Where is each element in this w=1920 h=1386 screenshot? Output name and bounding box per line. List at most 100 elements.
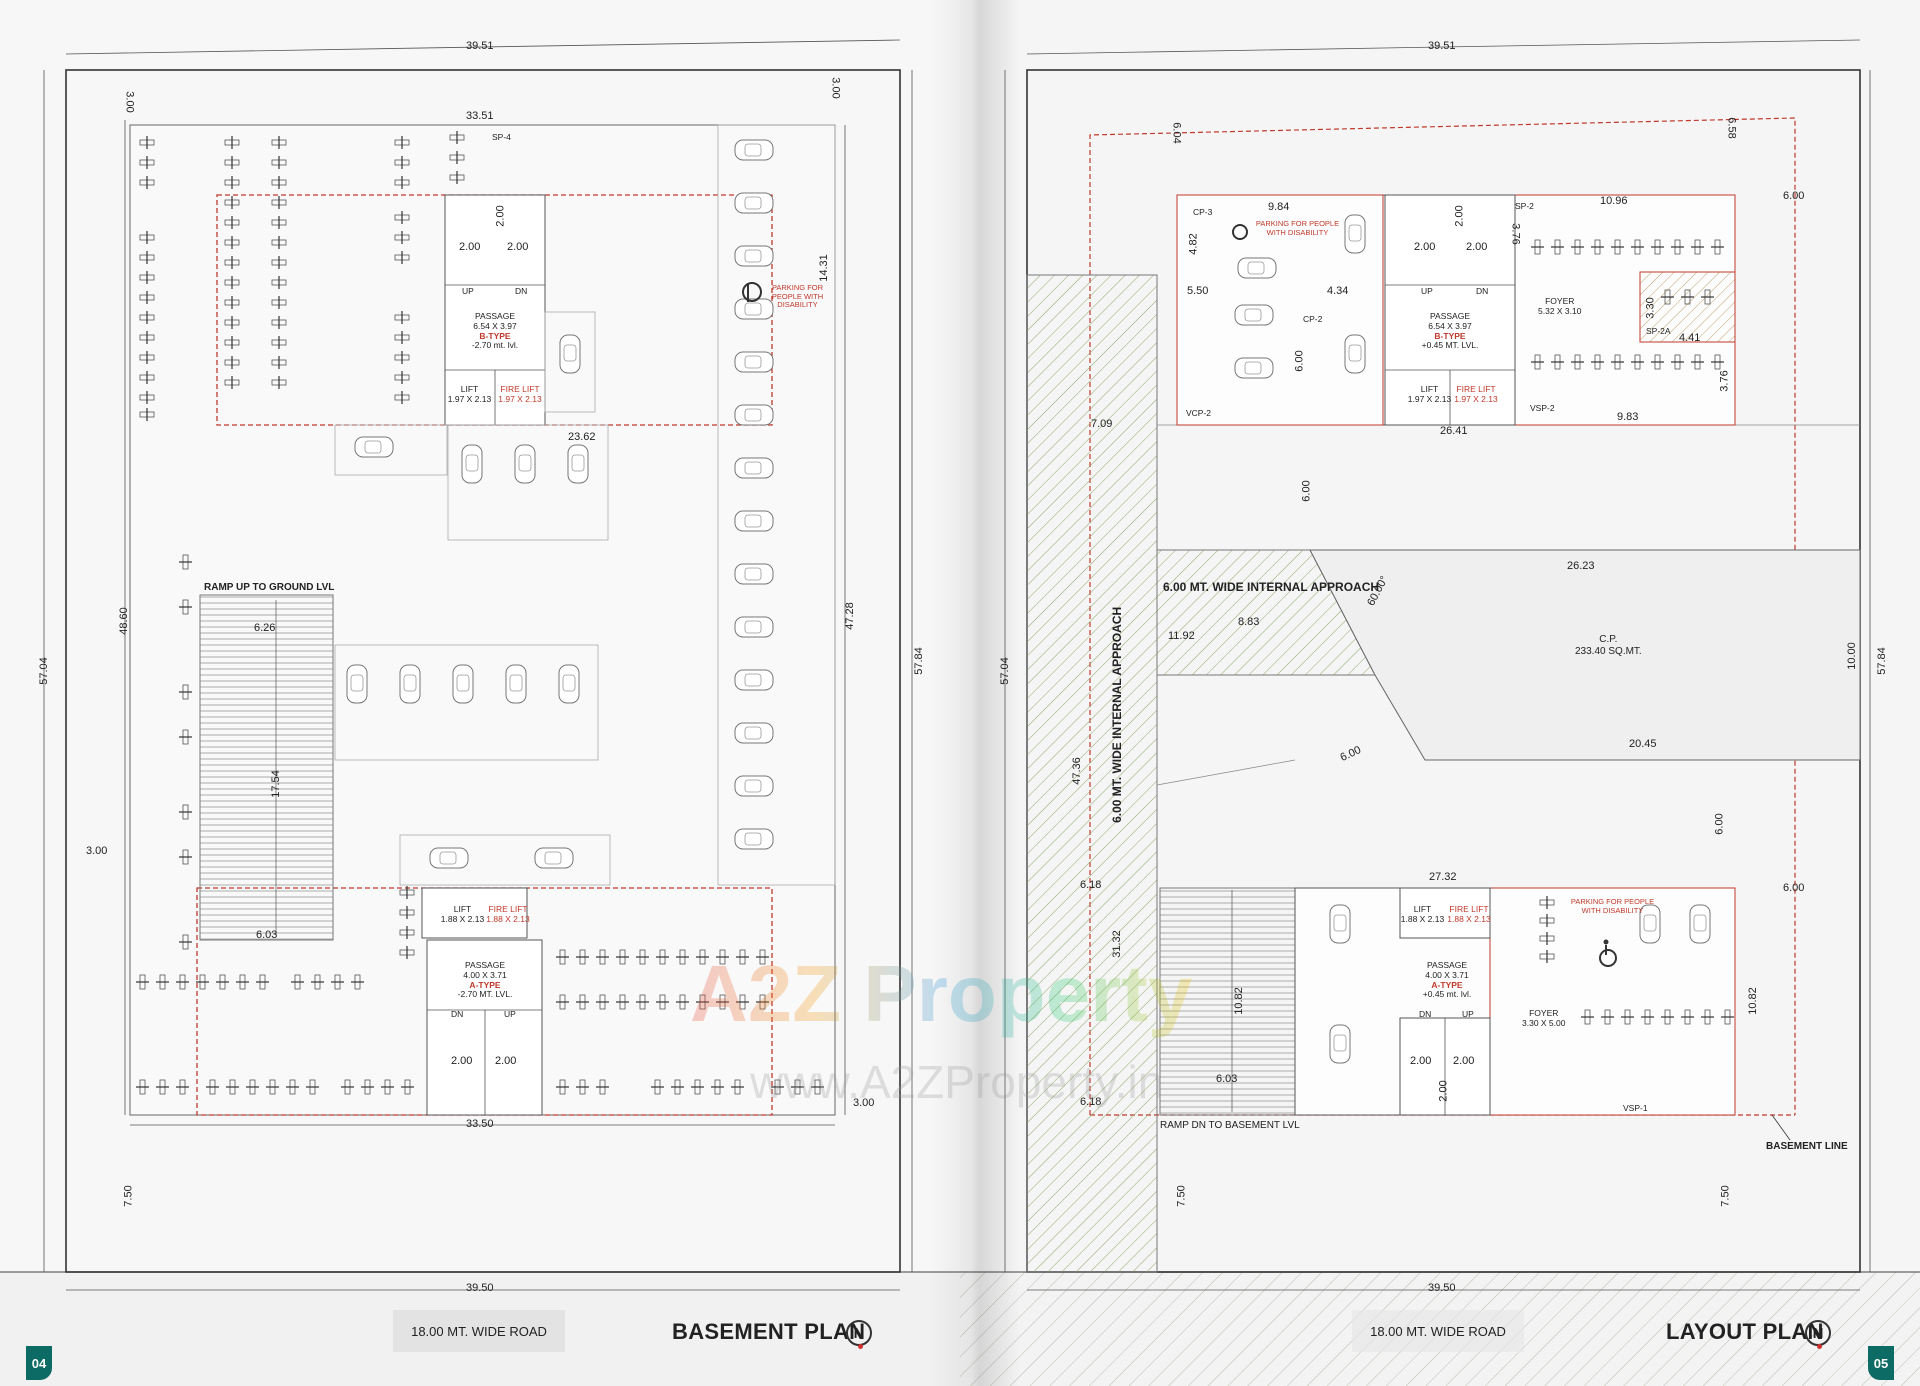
label-vcp2: VCP-2 xyxy=(1186,408,1212,418)
layout-dim-stair-d: 2.00 xyxy=(1410,1055,1432,1067)
layout-dim-cp3-width: 9.84 xyxy=(1268,201,1290,213)
layout-dim-709: 7.09 xyxy=(1091,418,1113,430)
layout-dim-front-a: 7.50 xyxy=(1175,1185,1188,1207)
label-sp2a: SP-2A xyxy=(1646,326,1671,336)
page-number-right: 05 xyxy=(1868,1346,1894,1380)
layout-dim-block-a-depth: 10.82 xyxy=(1746,987,1759,1015)
dim-left-height: 57.04 xyxy=(37,657,50,685)
layout-dim-1192: 11.92 xyxy=(1168,630,1195,642)
layout-dim-ramp-width: 6.03 xyxy=(1216,1073,1238,1085)
layout-core-a-dn: DN xyxy=(1419,1009,1432,1019)
layout-dim-sp2a-depth: 3.30 xyxy=(1644,297,1657,319)
layout-dim-sp2-depth: 3.76 xyxy=(1509,223,1522,245)
dim-inner-bottom: 33.50 xyxy=(466,1118,494,1130)
layout-dim-gap-600-b: 6.00 xyxy=(1713,813,1726,835)
label-vsp1: VSP-1 xyxy=(1623,1103,1648,1113)
dim-ramp-width-bottom: 6.03 xyxy=(256,929,278,941)
layout-dim-block-b-width: 10.96 xyxy=(1600,195,1628,207)
dim-stair-c: 2.00 xyxy=(494,205,507,227)
approach-label: 6.00 MT. WIDE INTERNAL APPROACH xyxy=(1163,580,1380,594)
basement-disability-label: PARKING FOR PEOPLE WITH DISABILITY xyxy=(771,283,824,310)
ramp-down-label: RAMP DN TO BASEMENT LVL xyxy=(1160,1120,1300,1131)
layout-dim-block-a-width: 27.32 xyxy=(1429,871,1457,883)
layout-dim-618-a: 6.18 xyxy=(1080,879,1102,891)
ramp-up-label: RAMP UP TO GROUND LVL xyxy=(204,582,335,593)
north-arrow-icon: N xyxy=(846,1320,872,1349)
layout-dim-434: 4.34 xyxy=(1327,285,1349,297)
dim-top-total: 39.51 xyxy=(466,40,494,52)
layout-dim-3132: 31.32 xyxy=(1110,930,1123,958)
label-cp3: CP-3 xyxy=(1193,207,1213,217)
dim-stair-a: 2.00 xyxy=(459,241,481,253)
layout-dim-ramp-length: 10.82 xyxy=(1232,987,1245,1015)
layout-disability-label-b: PARKING FOR PEOPLE WITH DISABILITY xyxy=(1255,219,1340,237)
dim-right-height: 57.84 xyxy=(912,647,925,675)
layout-plan-drawing xyxy=(960,39,1920,1386)
label-cp2: CP-2 xyxy=(1303,314,1323,324)
layout-dim-block-b-total: 26.41 xyxy=(1440,425,1468,437)
dim-parking-row: 23.62 xyxy=(568,431,596,443)
dim-stair-b: 2.00 xyxy=(507,241,529,253)
layout-dim-cp2-depth: 6.00 xyxy=(1293,350,1306,372)
layout-dim-left-height: 57.04 xyxy=(998,657,1011,685)
dim-ramp-length: 17.54 xyxy=(269,770,282,798)
dim-inner-top: 33.51 xyxy=(466,110,494,122)
cp-label: C.P. 233.40 SQ.MT. xyxy=(1575,634,1642,657)
basement-core-b-passage: PASSAGE 6.54 X 3.97 B-TYPE -2.70 mt. lvl… xyxy=(471,311,519,351)
layout-dim-618-b: 6.18 xyxy=(1080,1096,1102,1108)
layout-core-a-passage: PASSAGE 4.00 X 3.71 A-TYPE +0.45 mt. lvl… xyxy=(1422,960,1472,1000)
layout-dim-right-600-b: 6.00 xyxy=(1783,882,1805,894)
dim-stair-e: 2.00 xyxy=(495,1055,517,1067)
basement-line-label: BASEMENT LINE xyxy=(1766,1141,1848,1152)
car-spaces-right-column xyxy=(717,124,836,886)
layout-disability-label-a: PARKING FOR PEOPLE WITH DISABILITY xyxy=(1570,897,1655,915)
layout-dim-stair-f: 2.00 xyxy=(1437,1080,1450,1102)
layout-dim-stair-c: 2.00 xyxy=(1453,205,1466,227)
dim-setback-bottom-right: 3.00 xyxy=(853,1097,875,1109)
basement-road-label: 18.00 MT. WIDE ROAD xyxy=(393,1310,565,1352)
label-sp2: SP-2 xyxy=(1515,201,1534,211)
layout-dim-bottom-total: 39.50 xyxy=(1428,1282,1456,1294)
layout-core-b-dn: DN xyxy=(1476,286,1489,296)
layout-dim-cp-height: 10.00 xyxy=(1845,642,1858,670)
dim-ramp-width-top: 6.26 xyxy=(254,622,276,634)
layout-core-b-passage: PASSAGE 6.54 X 3.97 B-TYPE +0.45 MT. LVL… xyxy=(1421,311,1479,351)
disability-symbol-basement xyxy=(742,282,762,302)
car-spaces-middle xyxy=(334,311,611,886)
approach-vertical-label: 6.00 MT. WIDE INTERNAL APPROACH xyxy=(1110,606,1125,823)
dim-setback-top-right: 3.00 xyxy=(829,77,842,99)
layout-dim-gap-600: 6.00 xyxy=(1300,480,1313,502)
layout-dim-cp3-depth: 4.82 xyxy=(1187,233,1200,255)
layout-dim-front-b: 7.50 xyxy=(1719,1185,1732,1207)
layout-dim-top-left-setback: 6.04 xyxy=(1170,122,1183,144)
layout-dim-right-height: 57.84 xyxy=(1875,647,1888,675)
basement-core-a-up: UP xyxy=(504,1009,516,1019)
basement-core-a-dn: DN xyxy=(451,1009,464,1019)
dim-stair-d: 2.00 xyxy=(451,1055,473,1067)
layout-dim-top-total: 39.51 xyxy=(1428,40,1456,52)
layout-dim-stair-b: 2.00 xyxy=(1466,241,1488,253)
layout-plan-title: LAYOUT PLAN xyxy=(1666,1319,1824,1344)
basement-core-a-passage: PASSAGE 4.00 X 3.71 A-TYPE -2.70 MT. LVL… xyxy=(457,960,513,1000)
dim-inner-right: 47.28 xyxy=(843,602,856,630)
layout-core-b-up: UP xyxy=(1421,286,1433,296)
basement-plan-drawing xyxy=(0,39,960,1386)
layout-dim-vsp2-width: 9.83 xyxy=(1617,411,1639,423)
layout-dim-top-right-setback: 6.58 xyxy=(1725,117,1738,139)
layout-dim-right-600-a: 6.00 xyxy=(1783,190,1805,202)
sp4-label: SP-4 xyxy=(492,132,511,142)
layout-dim-stair-e: 2.00 xyxy=(1453,1055,1475,1067)
dim-inner-left: 48.60 xyxy=(117,607,130,635)
basement-core-b-dn: DN xyxy=(515,286,528,296)
layout-dim-883: 8.83 xyxy=(1238,616,1260,628)
north-arrow-icon-right: N xyxy=(1805,1320,1831,1349)
